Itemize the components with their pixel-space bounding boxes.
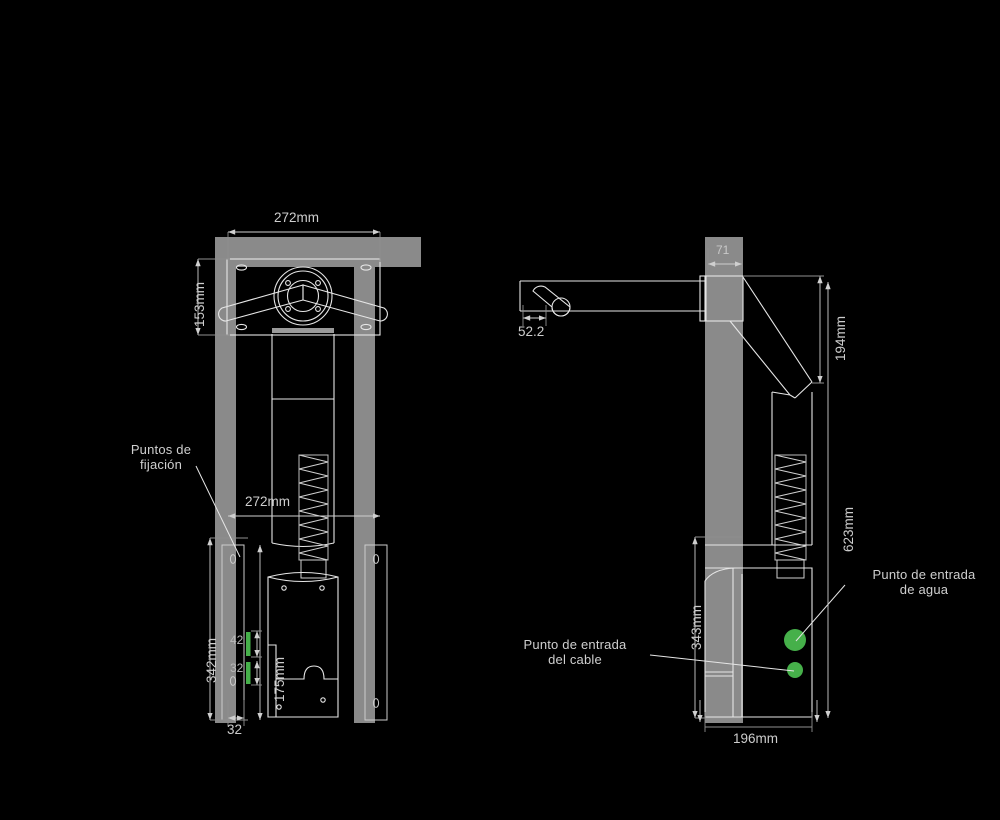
- dim-side-spout-tip: 52.2: [518, 324, 545, 339]
- annotation-fixing-points-line1: Puntos de: [130, 442, 192, 457]
- front-body-outline: [267, 572, 339, 718]
- fixing-points-leader: [195, 465, 241, 558]
- annotation-water-inlet: Punto de entrada de agua: [849, 567, 999, 597]
- side-dimension-lines: [522, 248, 831, 732]
- front-flex-hose: [298, 454, 329, 579]
- dim-front-width-mid: 272mm: [245, 494, 291, 509]
- front-dimension-lines: [195, 229, 381, 726]
- dim-side-column-width: 71: [716, 243, 730, 257]
- dim-side-base-width: 196mm: [733, 731, 779, 746]
- side-wall-column-lower: [705, 545, 743, 723]
- annotation-fixing-points: Puntos de fijación: [118, 442, 204, 472]
- side-view-group: [519, 237, 846, 732]
- front-view-group: [195, 229, 421, 726]
- dim-side-total-height: 623mm: [841, 506, 856, 552]
- annotation-cable-inlet-line2: del cable: [548, 652, 602, 667]
- annotation-fixing-points-line2: fijación: [139, 457, 183, 472]
- front-flange-ring: [273, 266, 333, 326]
- front-gap-marker-lower: [246, 662, 251, 684]
- dim-front-gap-upper: 42: [230, 633, 244, 647]
- front-wall-solids: [215, 237, 421, 723]
- front-shelf-bar: [272, 328, 334, 333]
- front-gap-marker-upper: [246, 632, 251, 656]
- annotation-water-inlet-line1: Punto de entrada: [872, 567, 976, 582]
- side-spout-arm: [519, 280, 705, 317]
- annotation-cable-inlet-line1: Punto de entrada: [523, 637, 627, 652]
- front-mounting-plate: [226, 258, 381, 336]
- water-inlet-leader: [795, 584, 846, 642]
- dim-front-offset-base: 32: [227, 722, 243, 737]
- side-neck-block: [699, 275, 744, 322]
- dim-side-lower-height: 343mm: [689, 604, 704, 650]
- side-body-outline: [704, 544, 813, 718]
- dim-front-width-top: 272mm: [274, 210, 320, 225]
- side-flex-hose: [774, 454, 807, 579]
- cable-inlet-leader: [649, 654, 795, 672]
- dim-front-height-top: 153mm: [192, 281, 207, 327]
- annotation-cable-inlet: Punto de entrada del cable: [500, 637, 650, 667]
- dim-front-body-height: 175mm: [272, 656, 287, 702]
- front-column-outline: [271, 334, 335, 548]
- side-diagonal-section: [729, 276, 813, 545]
- water-inlet-marker[interactable]: [784, 629, 806, 651]
- dim-side-upper-height: 194mm: [833, 315, 848, 361]
- cable-inlet-marker[interactable]: [787, 662, 803, 678]
- annotation-water-inlet-line2: de agua: [899, 582, 949, 597]
- dim-front-gap-lower: 32: [230, 661, 244, 675]
- front-v-bracket: [218, 284, 388, 322]
- dim-front-height-low: 342mm: [204, 637, 219, 683]
